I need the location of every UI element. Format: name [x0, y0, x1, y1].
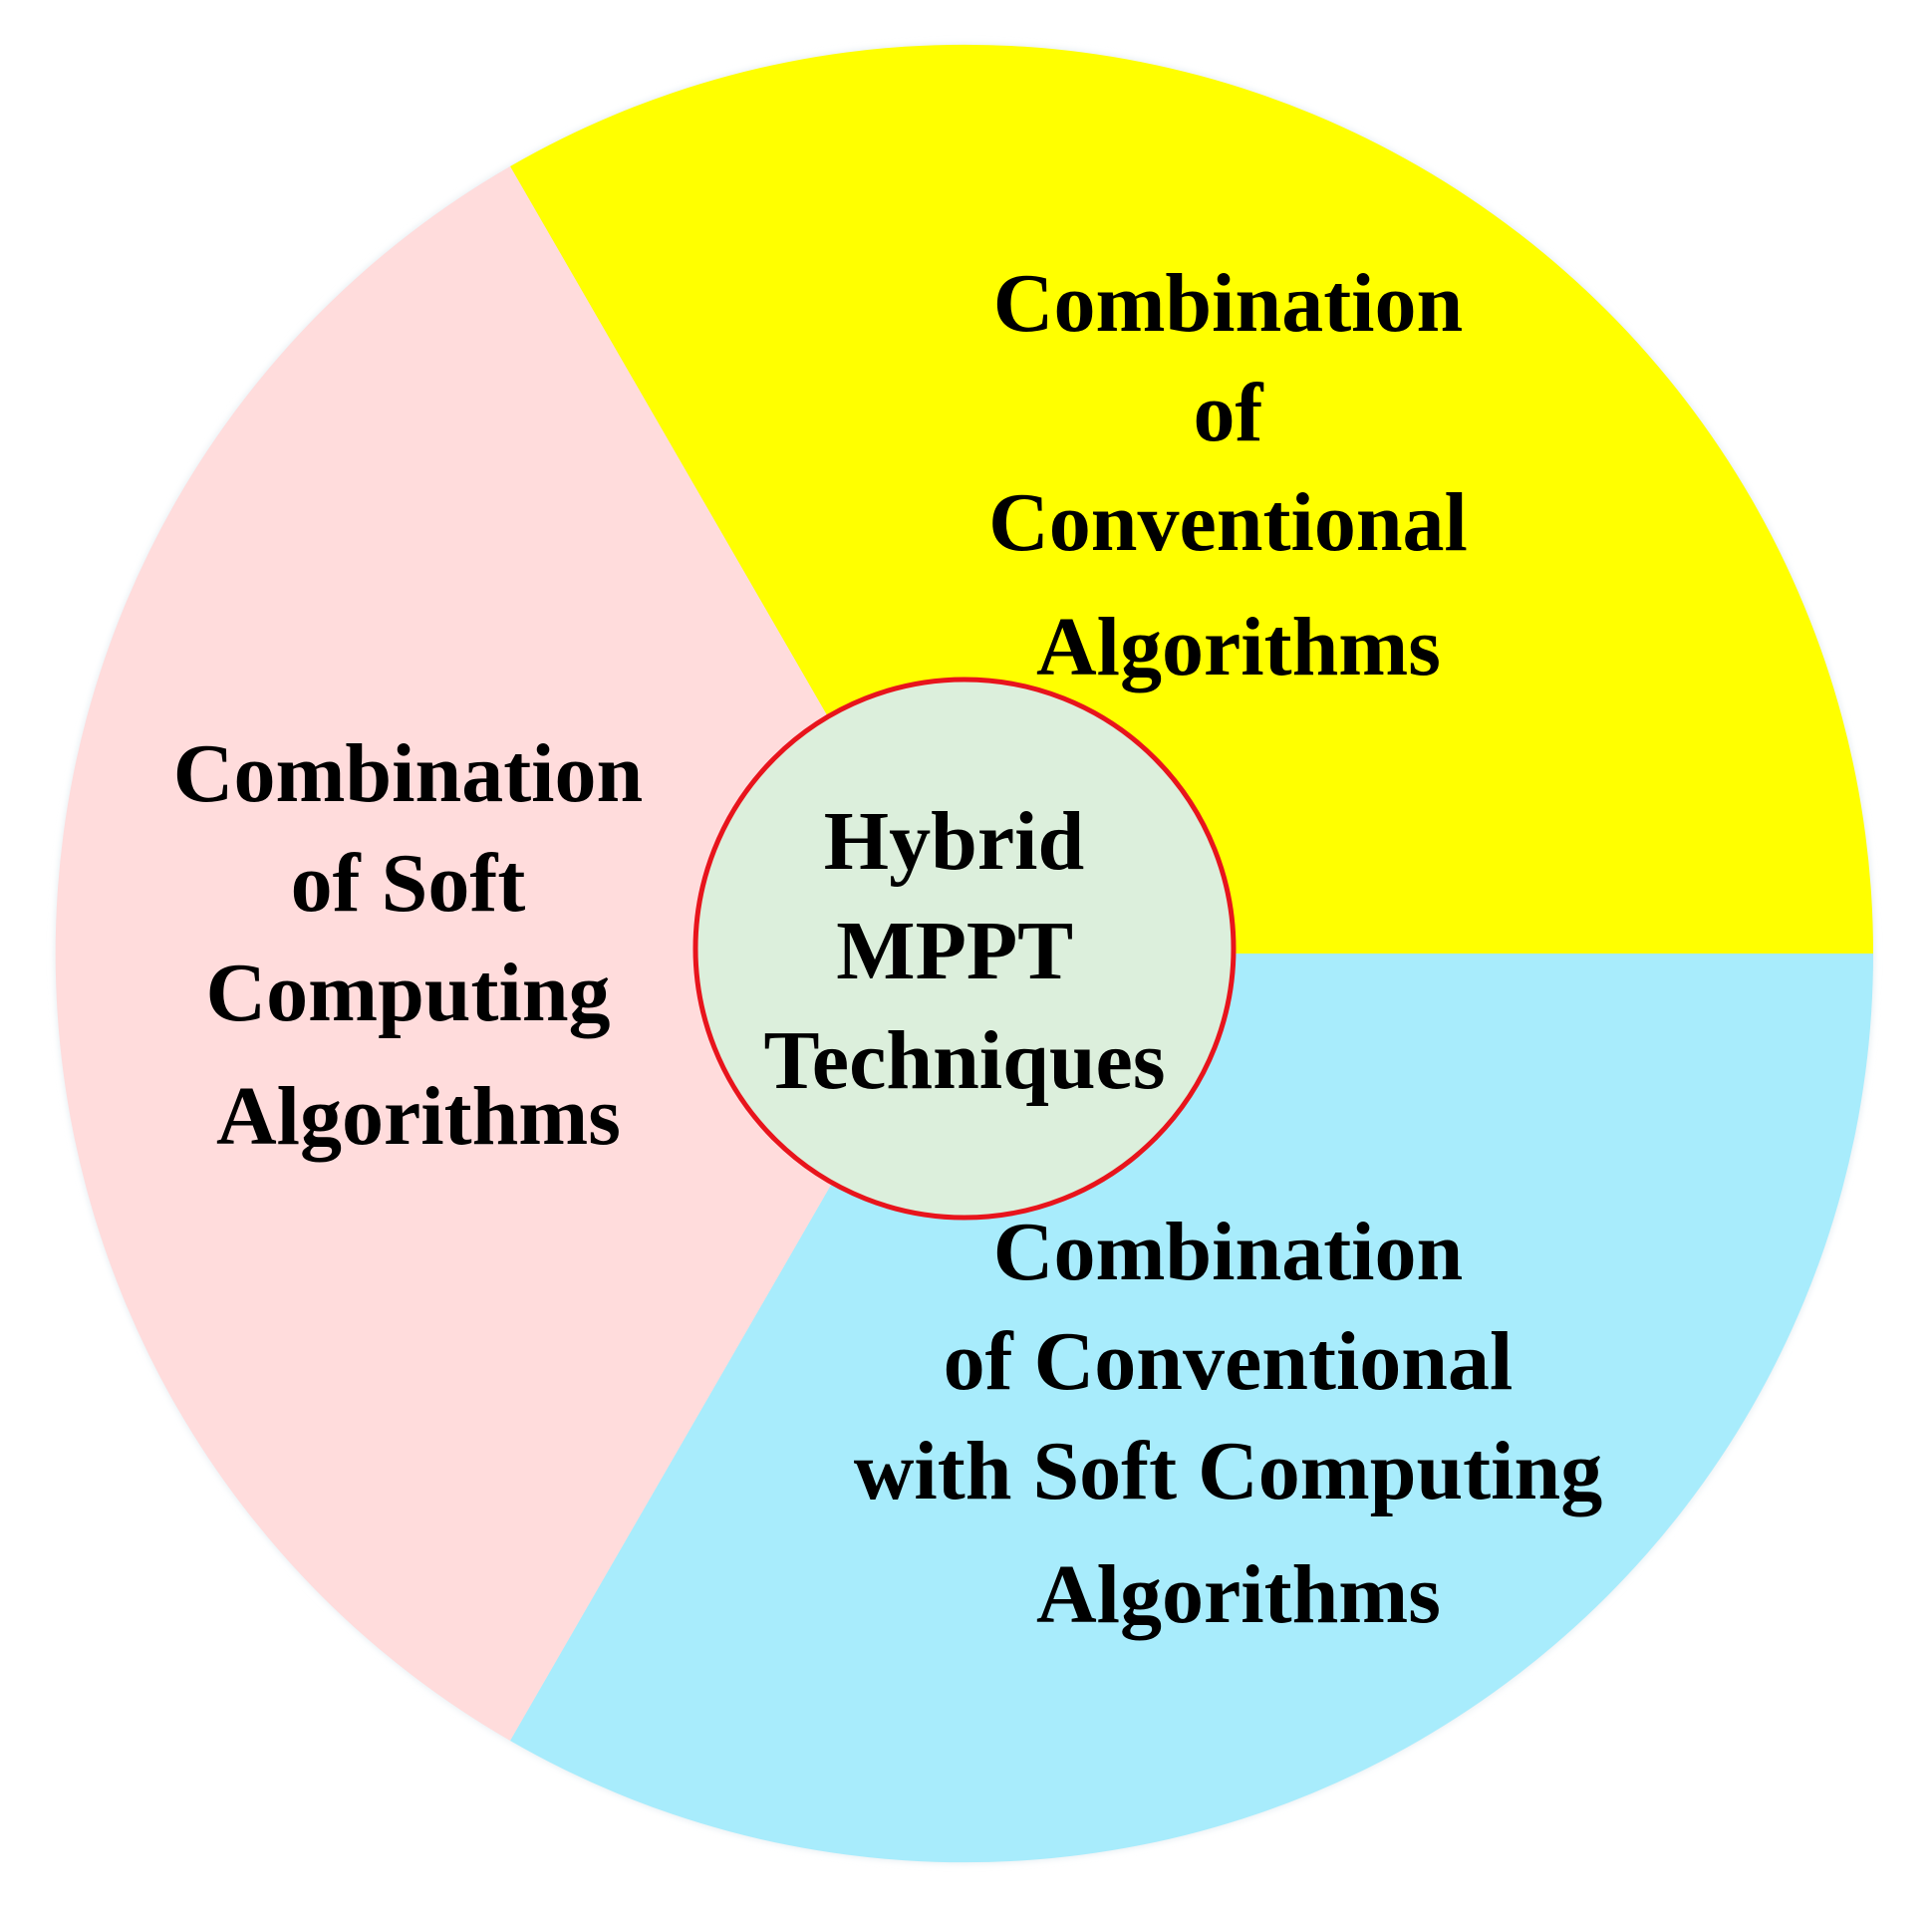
label-conv-soft-line-3: with Soft Computing — [854, 1425, 1602, 1517]
label-conventional-with-soft-computing: Combination of Conventional with Soft Co… — [854, 1206, 1623, 1641]
label-conventional: Combination of Conventional Algorithms — [988, 257, 1489, 693]
center-label-line-3: Techniques — [763, 1014, 1165, 1107]
segment-soft-computing — [55, 166, 966, 1741]
label-conventional-line-1: Combination — [993, 257, 1463, 350]
label-soft-line-3: Computing — [205, 947, 610, 1039]
label-conventional-line-4: Algorithms — [1036, 601, 1441, 693]
label-soft-line-4: Algorithms — [216, 1070, 621, 1163]
label-conventional-line-2: of — [1194, 367, 1264, 459]
center-hub — [692, 677, 1237, 1221]
center-label-line-1: Hybrid — [824, 795, 1084, 888]
label-conventional-line-3: Conventional — [988, 476, 1468, 569]
label-conv-soft-line-1: Combination — [993, 1206, 1463, 1298]
label-soft-line-1: Combination — [173, 727, 643, 820]
center-label: Hybrid MPPT Techniques — [763, 795, 1165, 1107]
center-label-line-2: MPPT — [836, 905, 1072, 997]
label-conv-soft-line-4: Algorithms — [1036, 1548, 1441, 1641]
label-soft-computing: Combination of Soft Computing Algorithms — [173, 727, 664, 1163]
label-conv-soft-line-2: of Conventional — [944, 1315, 1514, 1408]
label-soft-line-2: of Soft — [291, 837, 526, 930]
